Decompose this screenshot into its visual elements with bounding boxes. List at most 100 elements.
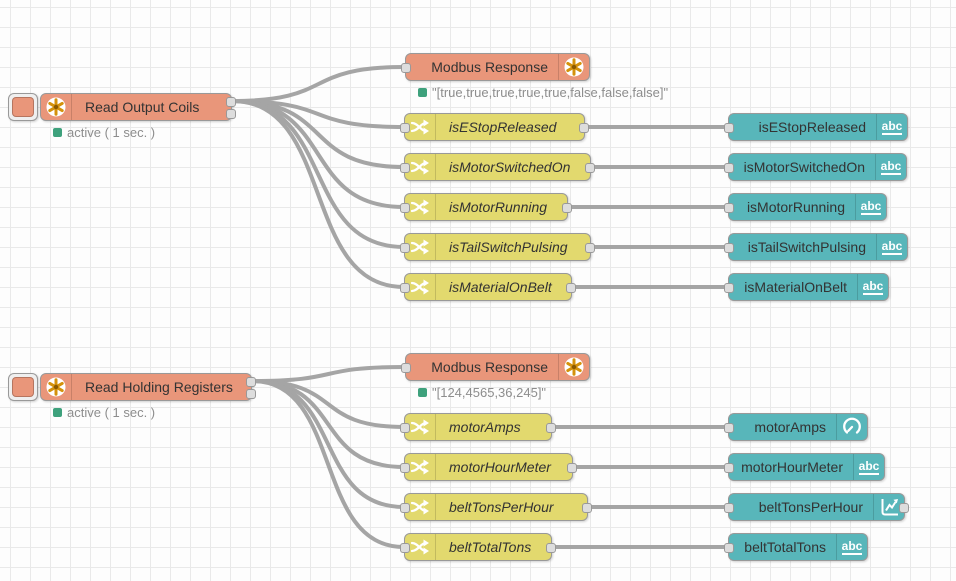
node-ui-motoramps[interactable]: motorAmps (724, 413, 868, 441)
status-dot-icon (418, 88, 427, 97)
node-ch-motoramps[interactable]: motorAmps (400, 413, 556, 441)
input-port[interactable] (400, 503, 410, 513)
wire[interactable] (230, 65, 407, 103)
wire[interactable] (250, 379, 406, 429)
output-port-1[interactable] (546, 543, 556, 553)
node-label: beltTonsPerHour (449, 499, 554, 515)
node-ui-tonsperhour[interactable]: beltTonsPerHour (724, 493, 909, 521)
node-ch-estop[interactable]: isEStopReleased (400, 113, 589, 141)
output-port-1[interactable] (226, 97, 236, 107)
output-port-1[interactable] (246, 377, 256, 387)
node-ui-hourmeter[interactable]: motorHourMeter abc (724, 453, 885, 481)
node-modbus-response-1[interactable]: Modbus Response (401, 53, 590, 81)
text-abc-icon: abc (876, 234, 907, 260)
node-label: Read Output Coils (85, 99, 200, 115)
change-shuffle-icon (405, 494, 436, 520)
node-stub-top[interactable] (8, 93, 38, 121)
node-label: beltTonsPerHour (758, 499, 863, 515)
input-port[interactable] (724, 543, 734, 553)
modbus-asterisk-icon (558, 54, 589, 80)
node-read-output-coils[interactable]: Read Output Coils (40, 93, 236, 121)
node-ch-totaltons[interactable]: beltTotalTons (400, 533, 556, 561)
output-port-1[interactable] (567, 463, 577, 473)
output-port-1[interactable] (562, 203, 572, 213)
text-abc-icon: abc (853, 454, 884, 480)
node-ch-tailswitch[interactable]: isTailSwitchPulsing (400, 233, 595, 261)
input-port[interactable] (724, 163, 734, 173)
output-port-1[interactable] (585, 243, 595, 253)
node-stub-bottom[interactable] (8, 373, 38, 401)
input-port[interactable] (724, 463, 734, 473)
wire[interactable] (250, 365, 407, 383)
node-ch-hourmeter[interactable]: motorHourMeter (400, 453, 577, 481)
node-ch-tonsperhour[interactable]: beltTonsPerHour (400, 493, 592, 521)
node-status: "[true,true,true,true,true,false,false,f… (418, 85, 668, 100)
node-label: motorHourMeter (741, 459, 843, 475)
node-status: active ( 1 sec. ) (53, 405, 155, 420)
output-port-2[interactable] (226, 109, 236, 119)
node-label: isTailSwitchPulsing (747, 239, 866, 255)
input-port[interactable] (400, 203, 410, 213)
output-port-1[interactable] (566, 283, 576, 293)
output-port-1[interactable] (579, 123, 589, 133)
node-read-holding-registers[interactable]: Read Holding Registers (40, 373, 256, 401)
text-abc-icon: abc (876, 114, 907, 140)
text-abc-icon: abc (855, 194, 886, 220)
input-port[interactable] (724, 243, 734, 253)
node-label: Modbus Response (431, 59, 548, 75)
output-port-1[interactable] (899, 503, 909, 513)
gauge-icon (836, 414, 867, 440)
modbus-asterisk-icon (41, 94, 72, 120)
input-port[interactable] (400, 423, 410, 433)
status-dot-icon (418, 388, 427, 397)
node-label: beltTotalTons (449, 539, 532, 555)
status-text: "[124,4565,36,245]" (432, 385, 547, 400)
node-label: isMaterialOnBelt (449, 279, 552, 295)
node-ui-tailswitch[interactable]: isTailSwitchPulsing abc (724, 233, 908, 261)
input-port[interactable] (724, 503, 734, 513)
input-port[interactable] (401, 363, 411, 373)
input-port[interactable] (400, 243, 410, 253)
node-ch-running[interactable]: isMotorRunning (400, 193, 572, 221)
wire[interactable] (230, 99, 406, 249)
input-port[interactable] (724, 423, 734, 433)
node-ch-switchedon[interactable]: isMotorSwitchedOn (400, 153, 595, 181)
input-port[interactable] (401, 63, 411, 73)
node-ch-material[interactable]: isMaterialOnBelt (400, 273, 576, 301)
stub-node-body (12, 97, 34, 117)
output-port-1[interactable] (546, 423, 556, 433)
wire[interactable] (250, 379, 406, 509)
output-port-2[interactable] (246, 389, 256, 399)
chart-line-icon (873, 494, 904, 520)
wire[interactable] (250, 379, 406, 549)
wire[interactable] (230, 99, 406, 289)
input-port[interactable] (400, 543, 410, 553)
modbus-asterisk-icon (558, 354, 589, 380)
change-shuffle-icon (405, 274, 436, 300)
input-port[interactable] (400, 463, 410, 473)
node-label: Read Holding Registers (85, 379, 233, 395)
status-dot-icon (53, 408, 62, 417)
input-port[interactable] (724, 283, 734, 293)
input-port[interactable] (724, 123, 734, 133)
node-label: motorHourMeter (449, 459, 551, 475)
node-label: isEStopReleased (449, 119, 557, 135)
status-text: active ( 1 sec. ) (67, 405, 156, 420)
node-status: active ( 1 sec. ) (53, 125, 155, 140)
node-modbus-response-2[interactable]: Modbus Response (401, 353, 590, 381)
input-port[interactable] (400, 163, 410, 173)
input-port[interactable] (724, 203, 734, 213)
text-abc-icon: abc (836, 534, 867, 560)
input-port[interactable] (400, 123, 410, 133)
output-port-1[interactable] (585, 163, 595, 173)
status-text: "[true,true,true,true,true,false,false,f… (432, 85, 669, 100)
input-port[interactable] (400, 283, 410, 293)
output-port-1[interactable] (582, 503, 592, 513)
